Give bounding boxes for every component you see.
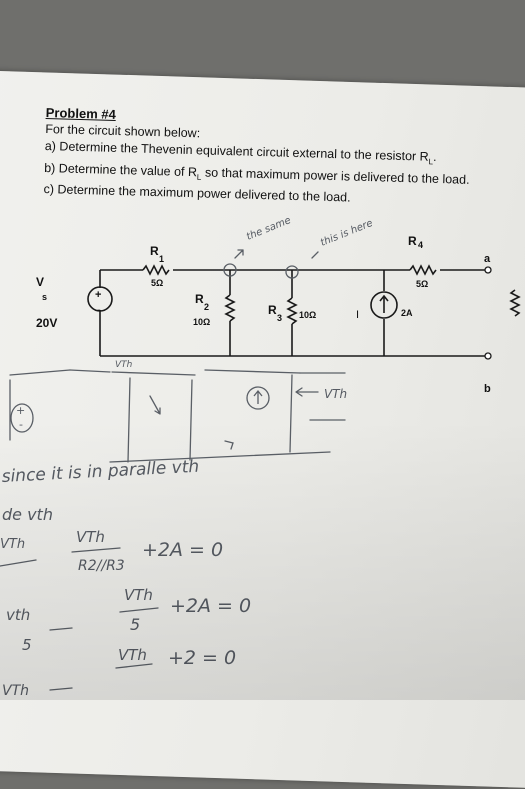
r4-value: 5Ω [416,279,428,289]
svg-text:+: + [95,289,101,301]
handwritten-sentence-2: de vth [2,505,53,524]
arrow-up-icon [253,389,263,404]
r3-label: R [268,303,277,317]
node-b-label: b [484,383,491,395]
r3-subscript: 3 [277,313,282,323]
eq2-right: +2A = 0 [170,595,251,617]
r4-subscript: 4 [418,240,423,250]
eq2-left: vth [6,606,30,624]
eq3-right: +2 = 0 [168,647,236,669]
arrow-up-icon [379,294,389,313]
node-a-label: a [484,253,491,265]
terminal-a [484,266,492,274]
r1-value: 5Ω [151,278,163,288]
r2-label: R [195,292,204,306]
vs-value: 20V [36,316,57,330]
vs-label: V [36,275,44,289]
circuit-and-notes: + - V s 20V R 1 5Ω R 2 10Ω R 3 10Ω I 2A … [0,215,521,699]
svg-text:-: - [97,304,101,316]
handwritten-sentence-1: since it is in paralle vth [1,457,199,487]
eq1-right: +2A = 0 [142,539,223,561]
r1-label: R [150,244,159,258]
r1-subscript: 1 [159,254,164,264]
eq3-left: VTh [2,683,29,699]
svg-text:-: - [19,418,23,431]
sketch-voltage-source: + - [10,403,34,433]
sketch-current-source [246,386,270,410]
current-source [370,291,398,319]
eq2-numerator: VTh [124,586,153,604]
r1-resistor [142,264,170,276]
r2-value: 10Ω [193,317,210,327]
circled-node-right [285,265,299,279]
r4-resistor [409,264,437,276]
current-symbol: I [356,309,359,321]
load-resistor [509,289,521,317]
note-this-is-here: this is here [319,218,374,249]
r4-label: R [408,234,417,248]
vth-circuit-label: VTh [115,360,133,370]
terminal-b [484,352,492,360]
corner-five: 5 [22,636,32,654]
circuit-wires [99,264,488,357]
r3-resistor [286,297,298,325]
r3-value: 10Ω [299,310,316,320]
note-the-same: the same [245,215,293,243]
eq3-numerator: VTh [118,646,147,664]
vs-subscript: s [42,292,47,302]
svg-text:+: + [16,404,25,417]
circled-node-left [223,263,237,277]
eq1-left: VTh [0,537,25,552]
eq2-denominator: 5 [130,615,140,634]
eq1-numerator: VTh [76,528,105,546]
current-value: 2A [401,308,413,318]
pencil-marks [0,249,346,691]
r2-subscript: 2 [204,302,209,312]
voltage-source: + - [87,286,113,316]
eq1-denominator: R2//R3 [78,558,125,574]
r2-resistor [224,294,236,322]
vth-arrow-label: VTh [324,387,347,401]
